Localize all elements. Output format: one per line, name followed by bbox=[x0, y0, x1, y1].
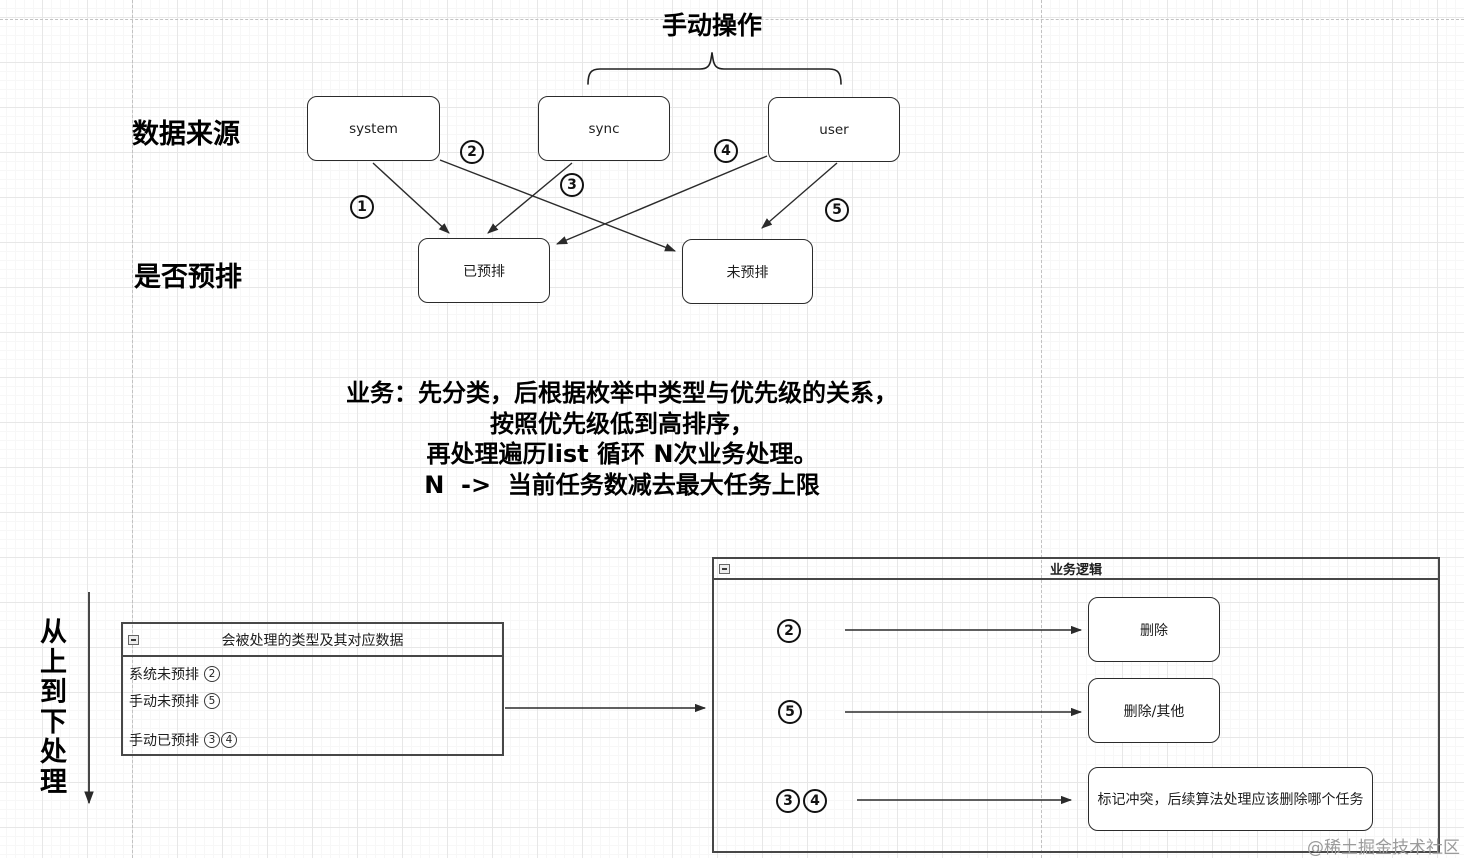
node-system: system bbox=[307, 96, 440, 161]
node-sync: sync bbox=[538, 96, 670, 161]
edge-1-system-to-prearranged bbox=[372, 162, 450, 234]
edge-number-4: 4 bbox=[714, 139, 738, 163]
node-not-prearranged: 未预排 bbox=[682, 239, 813, 304]
edge-number-2: 2 bbox=[460, 140, 484, 164]
node-user: user bbox=[768, 97, 900, 162]
table-row-nums: 5 bbox=[204, 693, 220, 709]
node-action-delete: 删除 bbox=[1088, 597, 1220, 662]
edge-4-user-to-prearranged bbox=[555, 155, 768, 245]
business-note-line-4: N -> 当前任务数减去最大任务上限 bbox=[424, 470, 820, 499]
logic-row-3-number-b: 4 bbox=[803, 789, 827, 813]
table-row-label: 手动已预排 bbox=[129, 733, 199, 749]
logic-row-1-number: 2 bbox=[777, 619, 801, 643]
node-action-mark-conflict: 标记冲突，后续算法处理应该删除哪个任务 bbox=[1088, 767, 1373, 831]
node-prearranged: 已预排 bbox=[418, 238, 550, 303]
table-row: 系统未预排 2 bbox=[129, 666, 220, 683]
business-logic-panel: 业务逻辑 bbox=[712, 557, 1440, 853]
logic-row-3-number-a: 3 bbox=[776, 789, 800, 813]
types-table-title: 会被处理的类型及其对应数据 bbox=[221, 632, 404, 649]
collapse-icon[interactable] bbox=[719, 563, 730, 574]
collapse-icon[interactable] bbox=[128, 634, 139, 645]
table-row: 手动未预排 5 bbox=[129, 693, 220, 710]
process-order-label: 从上到下处理 bbox=[40, 617, 67, 798]
business-note: 业务：先分类，后根据枚举中类型与优先级的关系， 按照优先级低到高排序， 再处理遍… bbox=[292, 378, 952, 500]
page-title: 手动操作 bbox=[661, 11, 762, 40]
business-logic-header: 业务逻辑 bbox=[714, 559, 1438, 580]
circled-number: 5 bbox=[204, 693, 220, 709]
circled-number: 4 bbox=[221, 732, 237, 748]
page-boundary-horizontal bbox=[0, 19, 1464, 20]
edge-3-sync-to-prearranged bbox=[487, 162, 573, 234]
table-row-label: 手动未预排 bbox=[129, 694, 199, 710]
business-note-line-1: 业务：先分类，后根据枚举中类型与优先级的关系， bbox=[346, 379, 898, 407]
edge-5-user-to-not-prearranged bbox=[761, 162, 838, 229]
watermark: @稀土掘金技术社区 bbox=[1307, 838, 1460, 858]
business-logic-title: 业务逻辑 bbox=[1049, 563, 1102, 578]
logic-row-2-number: 5 bbox=[778, 700, 802, 724]
manual-operation-brace-right bbox=[711, 52, 842, 85]
node-action-delete-other: 删除/其他 bbox=[1088, 678, 1220, 743]
types-table-header: 会被处理的类型及其对应数据 bbox=[123, 624, 502, 657]
business-note-line-2: 按照优先级低到高排序， bbox=[490, 409, 754, 438]
circled-number: 3 bbox=[204, 732, 220, 748]
page-boundary-vertical-right bbox=[1041, 0, 1042, 858]
manual-operation-brace-left bbox=[587, 52, 713, 85]
page-boundary-vertical-left bbox=[132, 0, 133, 858]
edge-number-3: 3 bbox=[560, 173, 584, 197]
business-note-line-3: 再处理遍历list 循环 N次业务处理。 bbox=[426, 440, 818, 468]
table-row-nums: 2 bbox=[204, 666, 220, 682]
row-label-is-prearranged: 是否预排 bbox=[134, 262, 242, 293]
row-label-data-source: 数据来源 bbox=[132, 119, 240, 150]
table-row-label: 系统未预排 bbox=[129, 667, 199, 683]
edge-number-1: 1 bbox=[350, 195, 374, 219]
edge-number-5: 5 bbox=[825, 198, 849, 222]
circled-number: 2 bbox=[204, 666, 220, 682]
